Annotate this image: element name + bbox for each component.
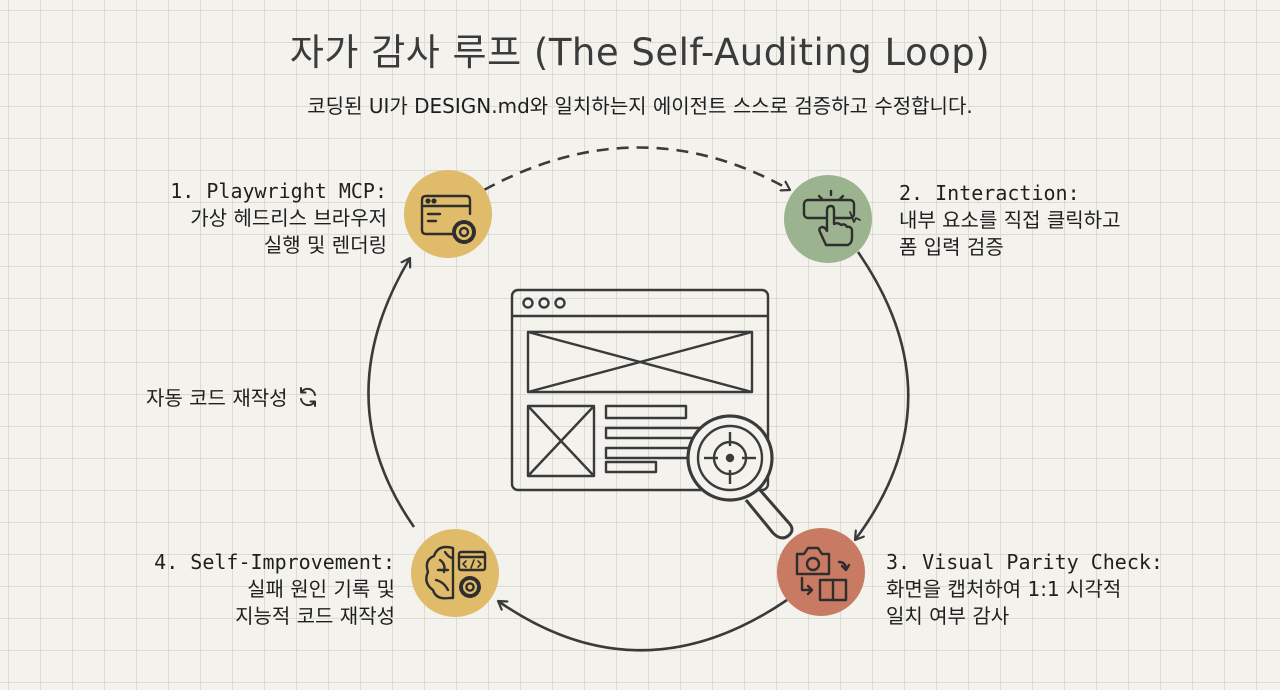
brain-code-gear-icon	[425, 545, 487, 600]
step4-desc-line1: 실패 원인 기록 및	[247, 577, 395, 601]
loop-note: 자동 코드 재작성	[146, 382, 320, 411]
refresh-icon	[299, 387, 316, 407]
tap-click-icon	[802, 189, 861, 247]
loop-note-text: 자동 코드 재작성	[146, 386, 288, 410]
step2-label: 2. Interaction: 내부 요소를 직접 클릭하고 폼 입력 검증	[899, 180, 1120, 261]
step1-desc-line2: 실행 및 렌더링	[263, 233, 387, 257]
arrow-step4-to-step1	[367, 258, 416, 528]
step1-label: 1. Playwright MCP: 가상 헤드리스 브라우저 실행 및 렌더링	[170, 178, 387, 259]
camera-compare-icon	[795, 546, 851, 602]
step4-desc-line2: 지능적 코드 재작성	[235, 604, 395, 628]
step1-node	[404, 170, 492, 258]
arrow-step1-to-step2	[483, 146, 790, 191]
wireframe-magnifier-icon	[510, 288, 794, 540]
arrow-step2-to-step3	[855, 251, 910, 540]
diagram-subtitle: 코딩된 UI가 DESIGN.md와 일치하는지 에이전트 스스로 검증하고 수…	[307, 94, 973, 118]
step3-desc-line2: 일치 여부 감사	[886, 604, 1010, 628]
step3-heading: 3. Visual Parity Check:	[886, 550, 1163, 574]
step4-node	[411, 529, 499, 617]
step3-desc-line1: 화면을 캡처하여 1:1 시각적	[886, 577, 1122, 601]
diagram-title: 자가 감사 루프 (The Self-Auditing Loop)	[289, 31, 991, 74]
step1-heading: 1. Playwright MCP:	[170, 179, 387, 203]
step4-heading: 4. Self-Improvement:	[154, 550, 395, 574]
step3-label: 3. Visual Parity Check: 화면을 캡처하여 1:1 시각적…	[886, 549, 1163, 630]
step3-node	[777, 528, 865, 616]
step4-label: 4. Self-Improvement: 실패 원인 기록 및 지능적 코드 재…	[154, 549, 395, 630]
browser-gear-icon	[420, 194, 476, 244]
arrow-step3-to-step4	[498, 598, 788, 652]
step1-desc-line1: 가상 헤드리스 브라우저	[190, 206, 387, 230]
step2-desc-line1: 내부 요소를 직접 클릭하고	[899, 208, 1121, 232]
step2-desc-line2: 폼 입력 검증	[899, 235, 1004, 259]
step2-heading: 2. Interaction:	[899, 181, 1080, 205]
